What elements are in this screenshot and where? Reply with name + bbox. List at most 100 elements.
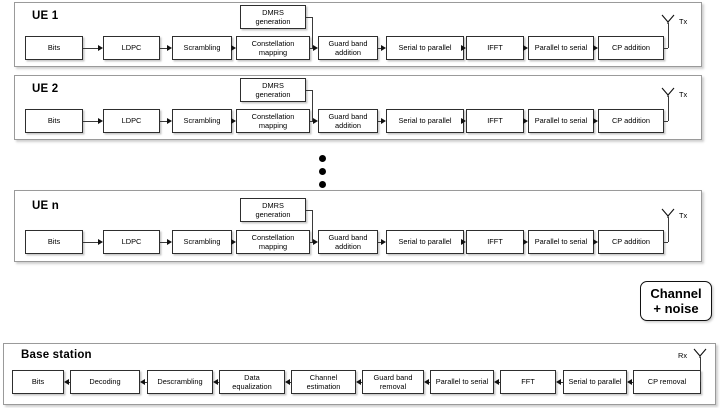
ue3-box-4[interactable]: Constellation mapping — [236, 230, 310, 254]
bs-box-8[interactable]: FFT — [500, 370, 556, 394]
ue1-arrowhead-1 — [98, 45, 103, 51]
ue1-arrowhead-5 — [381, 45, 386, 51]
bs-box-6[interactable]: Guard band removal — [362, 370, 424, 394]
ue3-tx-label: Tx — [679, 211, 688, 220]
ue2-arrowhead-6 — [461, 118, 466, 124]
ue2-connector-4 — [310, 121, 314, 122]
ue1-box-5[interactable]: Guard band addition — [318, 36, 378, 60]
ue2-box-9[interactable]: CP addition — [598, 109, 664, 133]
ue2-box-3[interactable]: Scrambling — [172, 109, 232, 133]
bs-arrowhead-5 — [356, 379, 361, 385]
ue1-connector-5 — [378, 48, 382, 49]
ue2-box-5[interactable]: Guard band addition — [318, 109, 378, 133]
ue1-arrowhead-2 — [167, 45, 172, 51]
ue3-box-9[interactable]: CP addition — [598, 230, 664, 254]
ue3-box-6[interactable]: Serial to parallel — [386, 230, 464, 254]
bs-box-5[interactable]: Channel estimation — [291, 370, 356, 394]
rx-label: Rx — [678, 351, 688, 360]
ue3-arrowhead-7 — [523, 239, 528, 245]
bs-box-1[interactable]: Bits — [12, 370, 64, 394]
bs-connector-8 — [560, 382, 563, 383]
ue3-box-2[interactable]: LDPC — [103, 230, 160, 254]
ue2-arrowhead-7 — [523, 118, 528, 124]
ue2-connector-2 — [160, 121, 168, 122]
bs-arrowhead-7 — [494, 379, 499, 385]
ue-ellipsis-dot-2 — [319, 168, 326, 175]
ue1-box-1[interactable]: Bits — [25, 36, 83, 60]
ue3-box-7[interactable]: IFFT — [466, 230, 524, 254]
ue1-tx-label: Tx — [679, 17, 688, 26]
ue2-connector-1 — [83, 121, 99, 122]
bs-connector-3 — [217, 382, 219, 383]
ue2-box-4[interactable]: Constellation mapping — [236, 109, 310, 133]
ue1-arrowhead-6 — [461, 45, 466, 51]
bs-connector-2 — [144, 382, 147, 383]
ue3-dmrs-wire-h — [306, 210, 312, 211]
base-station-title: Base station — [21, 349, 92, 361]
ue2-box-2[interactable]: LDPC — [103, 109, 160, 133]
bs-arrowhead-3 — [213, 379, 218, 385]
ue1-dmrs-generation-box[interactable]: DMRS generation — [240, 5, 306, 29]
ue3-connector-4 — [310, 242, 314, 243]
ue3-box-1[interactable]: Bits — [25, 230, 83, 254]
ue2-arrowhead-4 — [313, 118, 318, 124]
bs-box-2[interactable]: Decoding — [70, 370, 140, 394]
ue2-arrowhead-1 — [98, 118, 103, 124]
ue3-box-8[interactable]: Parallel to serial — [528, 230, 594, 254]
ue3-tx-feed-vertical — [668, 217, 669, 242]
ue3-arrowhead-2 — [167, 239, 172, 245]
ue1-arrowhead-7 — [523, 45, 528, 51]
bs-box-7[interactable]: Parallel to serial — [430, 370, 494, 394]
ue1-dmrs-wire-h — [306, 17, 312, 18]
ue1-box-9[interactable]: CP addition — [598, 36, 664, 60]
bs-connector-7 — [498, 382, 500, 383]
ue2-tx-feed-horizontal — [664, 121, 668, 122]
ue2-arrowhead-8 — [593, 118, 598, 124]
ue1-box-6[interactable]: Serial to parallel — [386, 36, 464, 60]
ue3-arrowhead-6 — [461, 239, 466, 245]
ue2-box-6[interactable]: Serial to parallel — [386, 109, 464, 133]
rx-feed-vertical — [700, 357, 701, 382]
ue3-connector-5 — [378, 242, 382, 243]
ue2-box-1[interactable]: Bits — [25, 109, 83, 133]
ue2-box-7[interactable]: IFFT — [466, 109, 524, 133]
ue-ellipsis-dot-3 — [319, 181, 326, 188]
bs-arrowhead-2 — [140, 379, 145, 385]
ue1-box-2[interactable]: LDPC — [103, 36, 160, 60]
ue3-box-3[interactable]: Scrambling — [172, 230, 232, 254]
ue3-dmrs-generation-box[interactable]: DMRS generation — [240, 198, 306, 222]
ue1-box-7[interactable]: IFFT — [466, 36, 524, 60]
bs-box-10[interactable]: CP removal — [633, 370, 701, 394]
channel-line-2: + noise — [653, 301, 699, 316]
ue2-dmrs-generation-box[interactable]: DMRS generation — [240, 78, 306, 102]
channel-line-1: Channel — [650, 286, 702, 301]
bs-arrowhead-4 — [285, 379, 290, 385]
ue1-arrowhead-3 — [231, 45, 236, 51]
ue3-arrowhead-5 — [381, 239, 386, 245]
bs-box-3[interactable]: Descrambling — [147, 370, 213, 394]
bs-connector-5 — [360, 382, 362, 383]
ue1-box-4[interactable]: Constellation mapping — [236, 36, 310, 60]
ue-panel-title-1: UE 1 — [32, 10, 59, 22]
ue1-connector-2 — [160, 48, 168, 49]
ue3-arrowhead-8 — [593, 239, 598, 245]
bs-connector-6 — [428, 382, 430, 383]
ue1-box-3[interactable]: Scrambling — [172, 36, 232, 60]
ue3-arrowhead-3 — [231, 239, 236, 245]
ue2-dmrs-wire-v — [312, 90, 313, 121]
ue3-connector-2 — [160, 242, 168, 243]
ue3-tx-feed-horizontal — [664, 242, 668, 243]
ue1-arrowhead-8 — [593, 45, 598, 51]
ue1-dmrs-wire-v — [312, 17, 313, 48]
ue2-tx-label: Tx — [679, 90, 688, 99]
ue1-connector-4 — [310, 48, 314, 49]
bs-box-4[interactable]: Data equalization — [219, 370, 285, 394]
ue-ellipsis-dot-1 — [319, 155, 326, 162]
ue3-arrowhead-4 — [313, 239, 318, 245]
bs-arrowhead-1 — [64, 379, 69, 385]
bs-box-9[interactable]: Serial to parallel — [563, 370, 627, 394]
ue3-box-5[interactable]: Guard band addition — [318, 230, 378, 254]
ue2-box-8[interactable]: Parallel to serial — [528, 109, 594, 133]
ue1-box-8[interactable]: Parallel to serial — [528, 36, 594, 60]
